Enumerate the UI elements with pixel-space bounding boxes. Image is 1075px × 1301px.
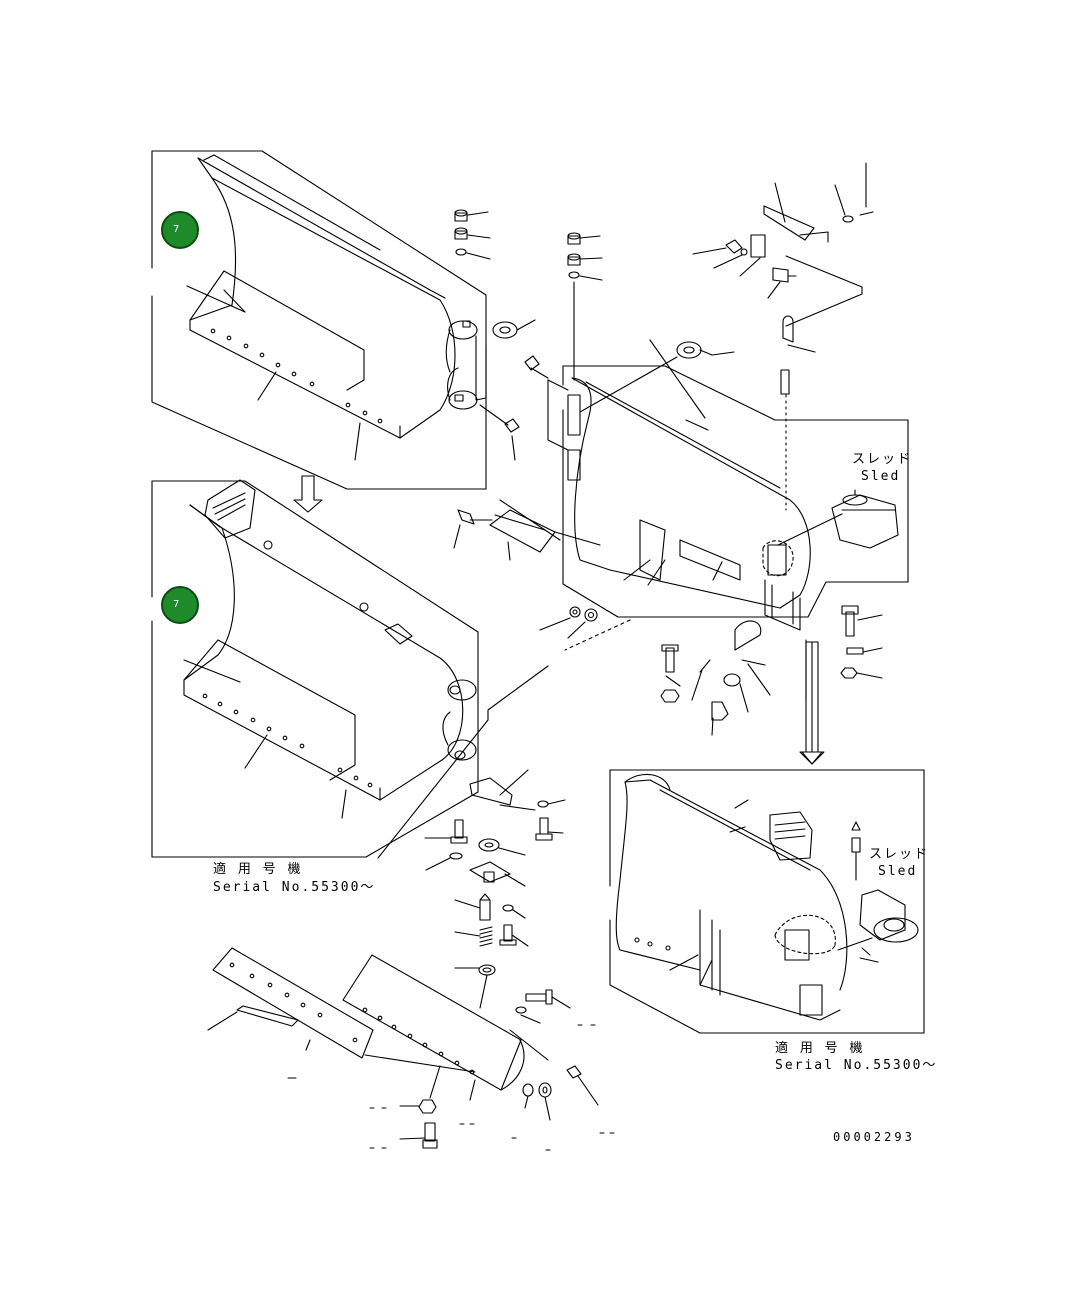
serial-left-number: Serial No.55300～ [213,880,376,895]
side-hardware [565,606,882,735]
edge-bolt-holes-2 [203,694,372,787]
callout-7-lower[interactable]: 7 [161,586,199,624]
down-arrow-left [294,476,322,512]
callout-7-upper[interactable]: 7 [161,211,199,249]
middle-left-blade-view [152,480,478,857]
lower-center-hardware [378,666,565,1008]
serial-right-applicability: 適 用 号 機 [775,1041,865,1056]
top-linkage [693,163,873,394]
lower-right-frame-view [610,642,924,1033]
serial-left-applicability: 適 用 号 機 [213,862,303,877]
upper-left-blade-view [152,151,548,489]
edge-bolt-holes [211,329,382,423]
lower-cutting-edges [208,948,614,1150]
sled-bottom-jp: スレッド [869,847,930,862]
center-frame-view [454,233,908,700]
sled-top-en: Sled [861,469,901,484]
serial-right-number: Serial No.55300～ [775,1058,938,1073]
sled-bottom-en: Sled [878,864,918,879]
sled-top-jp: スレッド [852,452,913,467]
figure-number: 00002293 [833,1130,915,1144]
